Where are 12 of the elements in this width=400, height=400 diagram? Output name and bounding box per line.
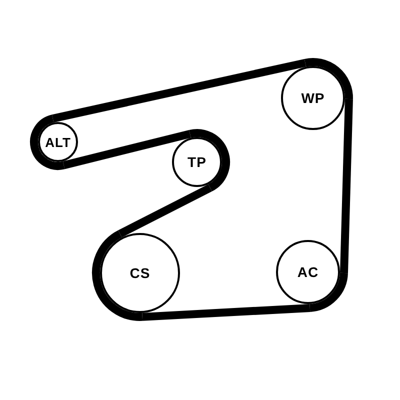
pulley-label: AC [297, 264, 319, 280]
belt-span [118, 184, 212, 238]
pulley-label: WP [301, 90, 325, 106]
pulley-label: ALT [45, 134, 71, 150]
pulley-label: CS [130, 265, 150, 281]
pulley-label: TP [188, 154, 206, 170]
pulley-circle [100, 233, 180, 313]
belt-span [62, 130, 191, 170]
belt-span [52, 58, 306, 122]
belt-span [340, 98, 353, 274]
pulley-circle [281, 66, 345, 130]
belt-span [142, 304, 310, 321]
